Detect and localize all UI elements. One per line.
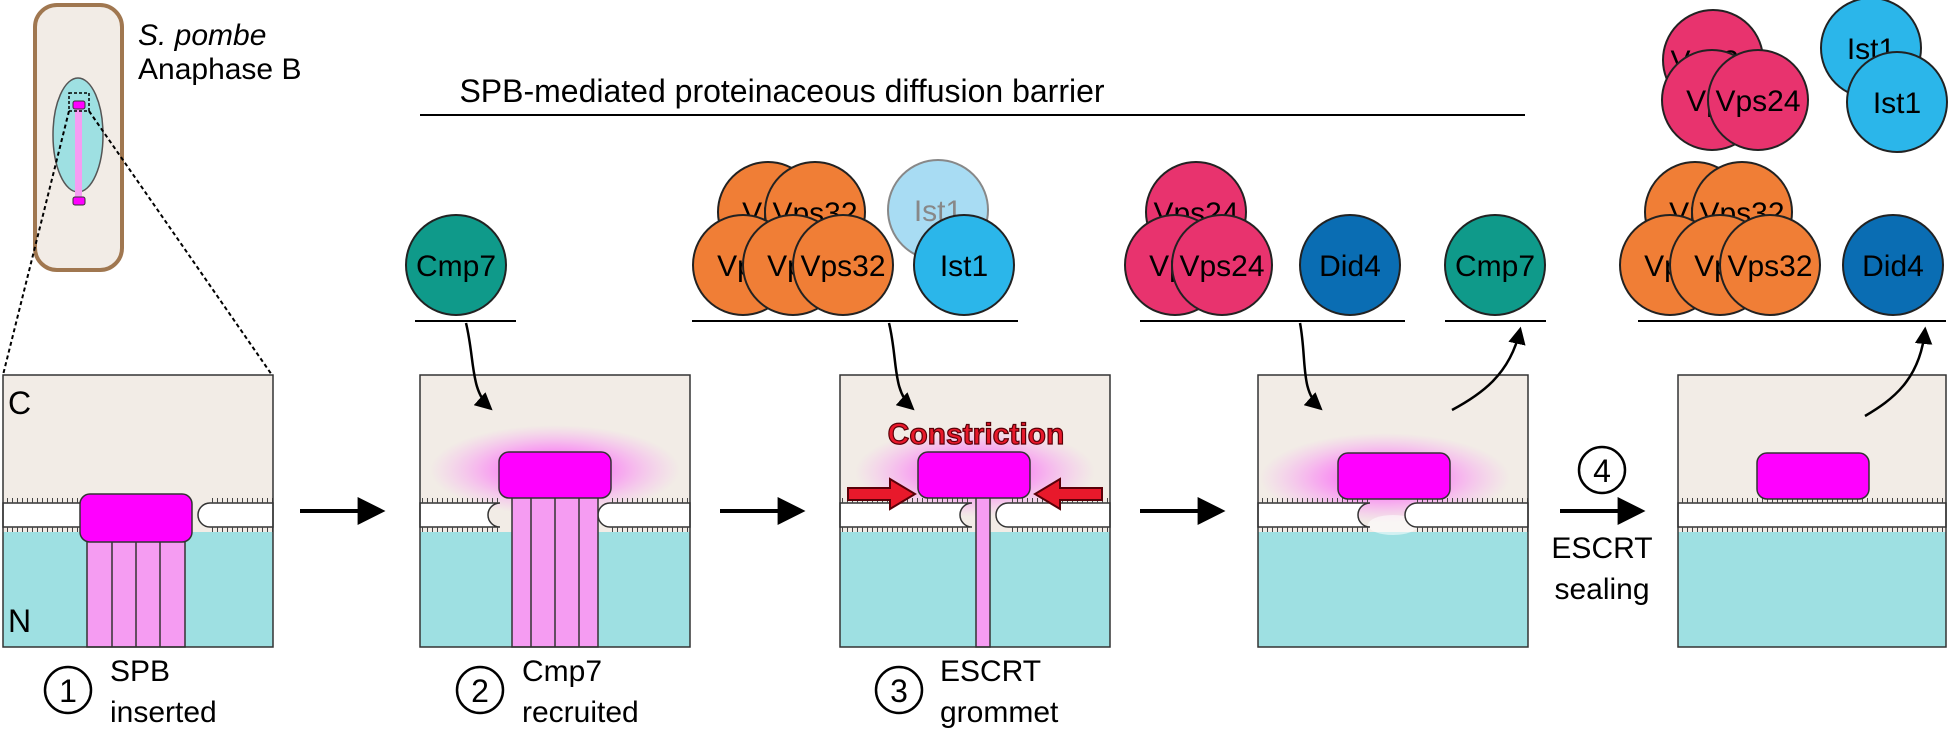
panel-3 [839,374,1111,648]
step-3-line2: grommet [940,696,1059,729]
ist1-label-3: Ist1 [1873,87,1921,120]
vps32-ist1-group: Ist1 Vps Vps32 Vps Vps Vps32 Ist1 [692,159,1018,411]
cytoplasm-label: C [8,385,31,421]
species-label: S. pombe [138,19,266,52]
step-4-line1: ESCRT [1551,532,1652,565]
step-1-number: 1 [59,673,77,709]
released-group: Vps24 Vps Vps24 Ist1 Ist1 Vps Vps32 Vps … [1619,0,1948,418]
nucleus-label: N [8,603,31,639]
vps24-label-2: Vps24 [1179,250,1264,283]
cmp7-group-1: Cmp7 [405,214,516,411]
panel-2 [419,374,691,648]
vps24-did4-group: Vps24 Vps Vps24 Did4 [1124,161,1405,411]
inset-cell [2,3,273,376]
stage-label: Anaphase B [138,53,301,86]
step-3-line1: ESCRT [940,655,1041,688]
step-2-number: 2 [471,673,489,709]
step-1: 1 SPB inserted [43,655,217,729]
vps32-label-2: Vps32 [800,250,885,283]
step-3: 3 ESCRT grommet [874,655,1059,729]
step-1-line2: inserted [110,696,217,729]
step-2-line1: Cmp7 [522,655,602,688]
did4-label-1: Did4 [1319,250,1381,283]
panel-5 [1677,374,1947,648]
constriction-label: Constriction [888,418,1065,451]
cmp7-label: Cmp7 [416,250,496,283]
ist1-label: Ist1 [940,250,988,283]
barrier-title: SPB-mediated proteinaceous diffusion bar… [459,73,1104,109]
step-4-number: 4 [1593,453,1611,489]
panel-4 [1257,374,1529,648]
step-4-line2: sealing [1554,573,1649,606]
did4-label-2: Did4 [1862,250,1924,283]
panel-1 [2,374,274,648]
step-3-number: 3 [890,673,908,709]
step-4: 4 ESCRT sealing [1551,445,1653,606]
cmp7-group-2: Cmp7 [1444,214,1546,412]
step-2-line2: recruited [522,696,639,729]
cmp7-label-2: Cmp7 [1455,250,1535,283]
step-2: 2 Cmp7 recruited [455,655,639,729]
step-1-line1: SPB [110,655,170,688]
vps24-label-4: Vps24 [1715,85,1800,118]
vps32-label-4: Vps32 [1727,250,1812,283]
